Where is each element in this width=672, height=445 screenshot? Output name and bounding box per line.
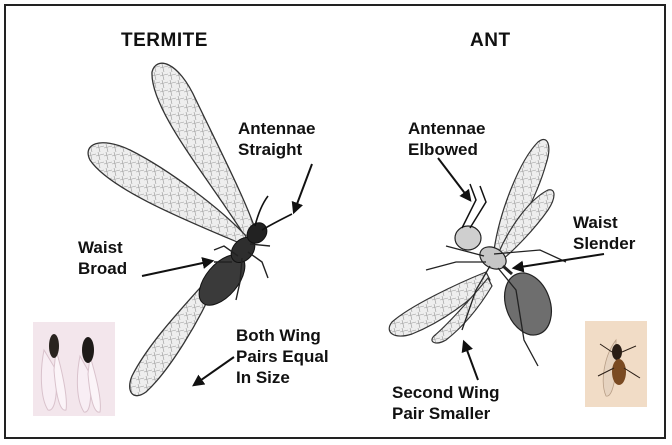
ant-wings-arrow	[464, 342, 478, 380]
ant-head	[455, 226, 481, 250]
ant-drawing	[389, 139, 566, 366]
termite-drawing	[88, 63, 292, 395]
termite-waist-arrow	[142, 261, 212, 276]
termite-antenna-right	[262, 214, 292, 230]
termite-antenna-left	[255, 196, 268, 226]
termite-photo	[33, 322, 115, 416]
termite-antennae-arrow	[294, 164, 312, 212]
ant-photo	[585, 321, 647, 407]
ant-waist-arrow	[514, 254, 604, 268]
ant-petiole	[503, 266, 512, 274]
ant-antennae-arrow	[438, 158, 470, 200]
termite-wings-arrow	[194, 357, 234, 385]
